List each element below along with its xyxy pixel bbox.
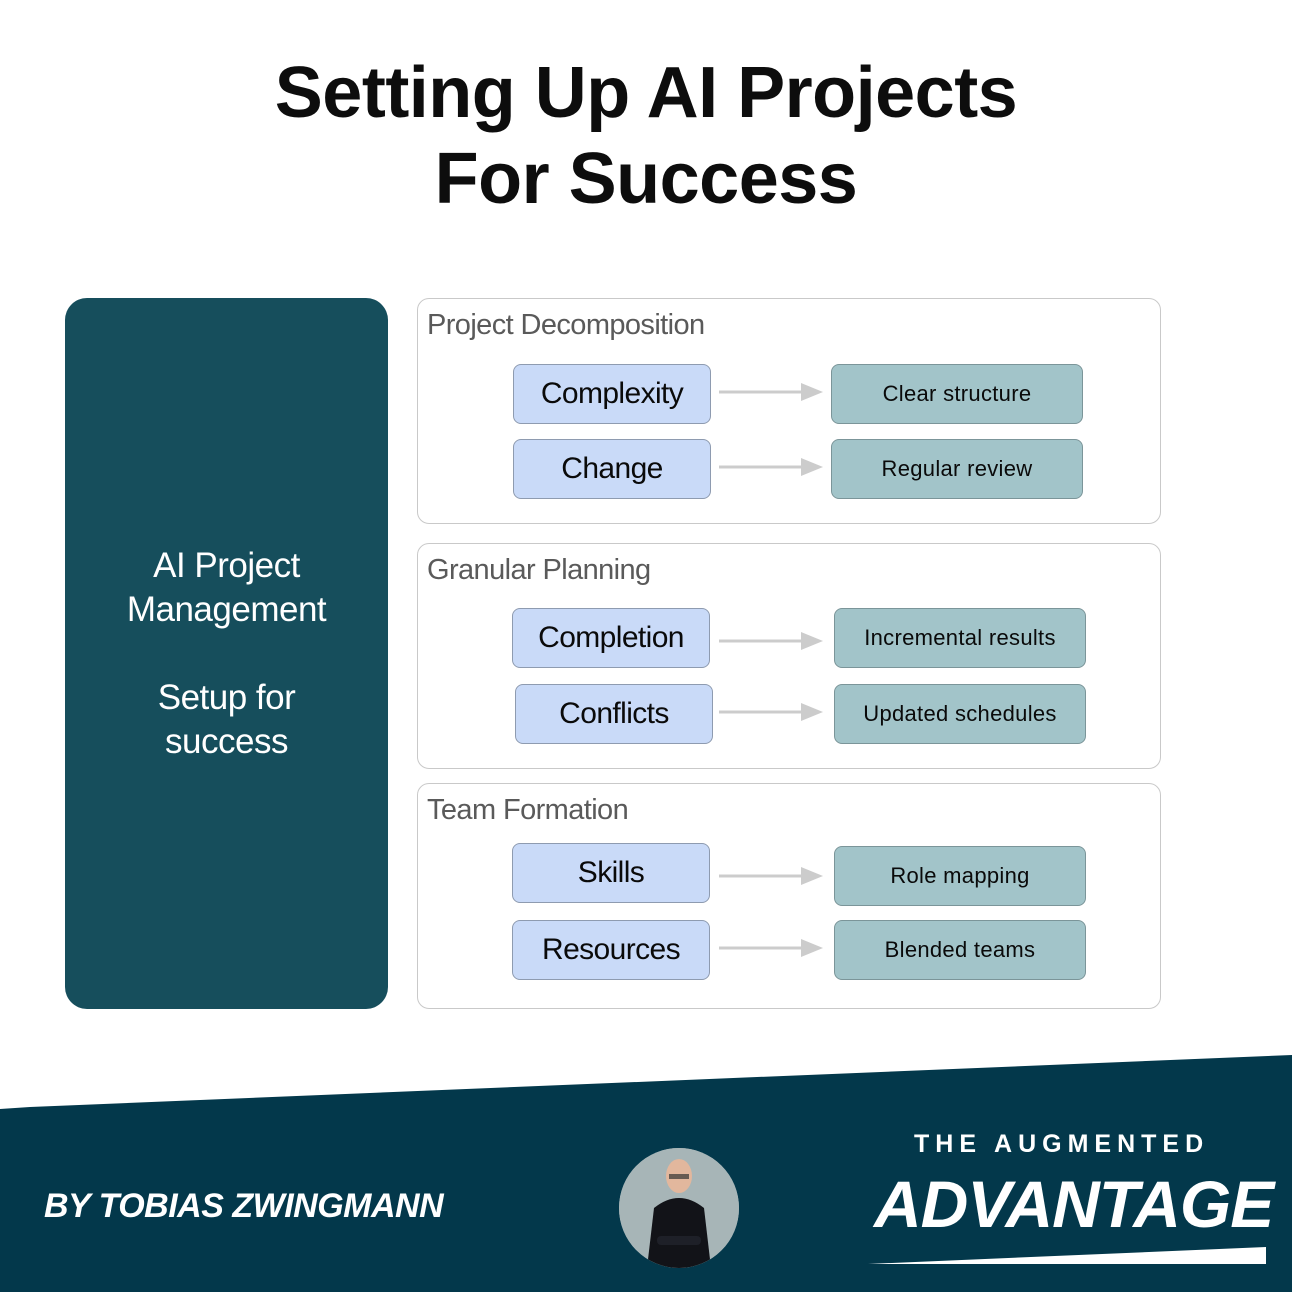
page-title: Setting Up AI Projects For Success xyxy=(0,50,1292,222)
brand-tagline: THE AUGMENTED xyxy=(914,1130,1210,1158)
author-byline: BY TOBIAS ZWINGMANN xyxy=(44,1187,444,1225)
left-panel-line-2: Management xyxy=(126,589,327,629)
section-title: Granular Planning xyxy=(427,554,651,586)
left-panel-line-1: AI Project xyxy=(153,545,300,585)
factor-box: Completion xyxy=(512,608,710,668)
arrow-right-icon xyxy=(719,939,823,957)
author-photo-icon xyxy=(619,1148,739,1268)
outcome-box: Blended teams xyxy=(834,920,1086,980)
section-project-decomposition: Project Decomposition Complexity Clear s… xyxy=(417,298,1161,524)
factor-box: Resources xyxy=(512,920,710,980)
arrow-right-icon xyxy=(719,383,823,401)
outcome-box: Role mapping xyxy=(834,846,1086,906)
outcome-box: Updated schedules xyxy=(834,684,1086,744)
left-panel: AI Project Management Setup for success xyxy=(65,298,388,1009)
arrow-right-icon xyxy=(719,867,823,885)
outcome-box: Regular review xyxy=(831,439,1083,499)
left-panel-line-4: success xyxy=(165,721,288,761)
section-team-formation: Team Formation Skills Role mapping Resou… xyxy=(417,783,1161,1009)
factor-box: Complexity xyxy=(513,364,711,424)
section-title: Project Decomposition xyxy=(427,309,705,341)
arrow-right-icon xyxy=(719,703,823,721)
arrow-right-icon xyxy=(719,458,823,476)
left-panel-line-3: Setup for xyxy=(157,677,296,717)
outcome-box: Incremental results xyxy=(834,608,1086,668)
factor-box: Change xyxy=(513,439,711,499)
outcome-box: Clear structure xyxy=(831,364,1083,424)
factor-box: Conflicts xyxy=(515,684,713,744)
section-granular-planning: Granular Planning Completion Incremental… xyxy=(417,543,1161,769)
title-line-1: Setting Up AI Projects xyxy=(274,53,1018,133)
section-title: Team Formation xyxy=(427,794,629,826)
arrow-right-icon xyxy=(719,632,823,650)
title-line-2: For Success xyxy=(434,139,858,219)
brand-swoosh-icon xyxy=(868,1247,1266,1264)
brand-logo-text: ADVANTAGE xyxy=(874,1167,1274,1241)
factor-box: Skills xyxy=(512,843,710,903)
